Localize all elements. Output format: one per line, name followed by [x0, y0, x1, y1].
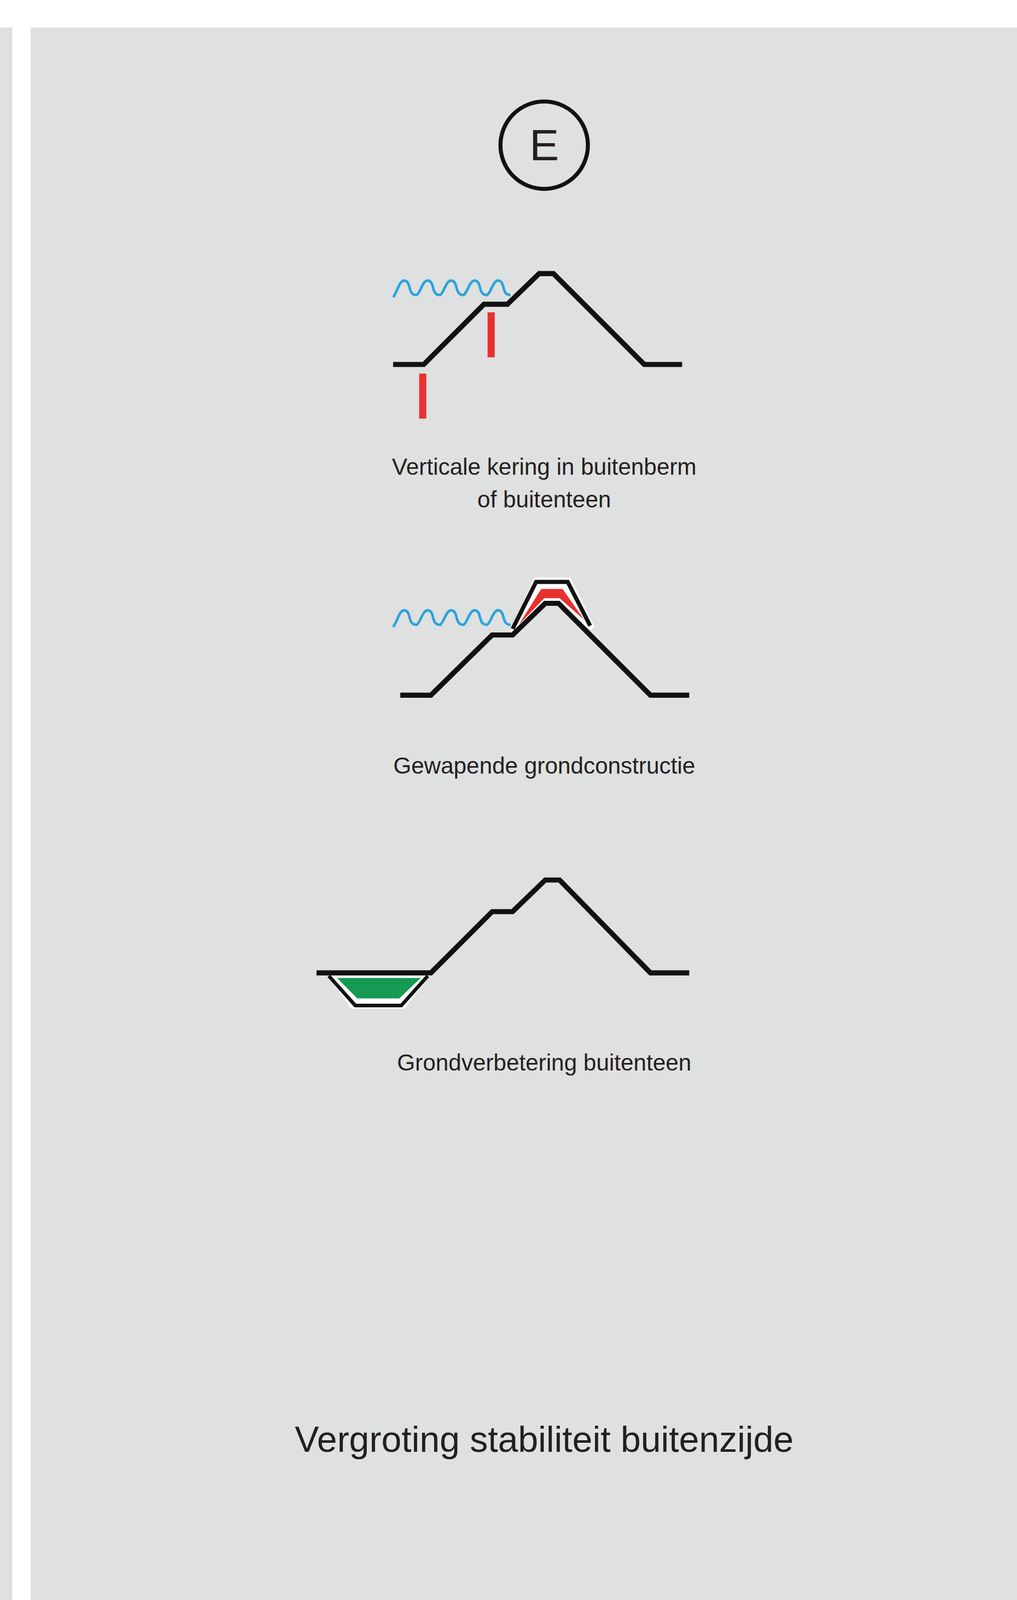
- wave-line: [392, 280, 511, 297]
- dike-profile: [392, 273, 682, 365]
- figure-caption: Verticale kering in buitenberm of buiten…: [385, 450, 703, 517]
- section-letter: E: [497, 98, 591, 192]
- dike-profile: [316, 880, 690, 974]
- soil-improvement-halo: [326, 975, 431, 1009]
- side-strip: [0, 27, 13, 1600]
- section-circle: E: [497, 98, 591, 192]
- soil-improvement: [337, 978, 422, 999]
- vertical-barrier: [419, 373, 427, 419]
- figure-caption: Grondverbetering buitenteen: [318, 1046, 771, 1080]
- dike-profile: [400, 603, 690, 696]
- vertical-barrier: [487, 312, 495, 358]
- panel: [30, 27, 1017, 1600]
- panel-caption: Vergroting stabiliteit buitenzijde: [167, 1416, 922, 1463]
- figure-caption: Gewapende grondconstructie: [318, 749, 771, 783]
- soil-improvement-outline: [328, 976, 428, 1006]
- wave-line: [392, 610, 511, 628]
